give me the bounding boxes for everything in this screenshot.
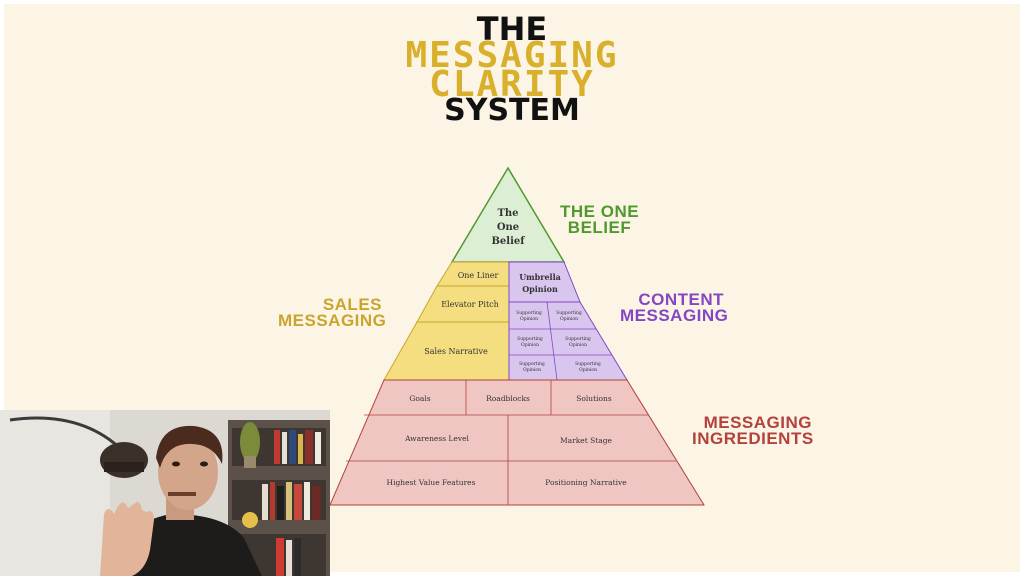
ingredient-roadblocks: Roadblocks [486,394,530,403]
umbrella-opinion-line1: Umbrella [519,272,561,282]
supporting-opinion-1-line1: Supporting [516,310,542,316]
title-line-system: SYSTEM [444,93,580,128]
presenter-video-frame [0,410,330,576]
supporting-opinion-6-line1: Supporting [575,361,601,367]
supporting-opinion-3-line1: Supporting [517,336,543,342]
presenter-hair [156,425,223,468]
sales-one-liner-label: One Liner [458,271,499,280]
presenter-face [158,434,218,510]
content-umbrella-opinion [508,261,581,303]
title-line-the: THE [476,10,548,48]
presenter-webcam [0,410,330,576]
ingredient-goals: Goals [409,394,430,403]
label-one-belief-line2: BELIEF [567,218,632,237]
supporting-opinion-6-line2: Opinion [579,367,597,373]
supporting-opinion-4-line2: Opinion [569,342,587,348]
label-ingredients-line2: INGREDIENTS [692,429,814,448]
label-one-belief-line1: THE ONE [560,202,640,221]
one-belief-line1: The [497,208,518,219]
supporting-opinion-2-line2: Opinion [560,316,578,322]
ingredient-positioning-narrative: Positioning Narrative [545,478,627,487]
label-content-messaging: CONTENT MESSAGING [620,290,729,325]
supporting-opinion-5-line1: Supporting [519,361,545,367]
label-sales-messaging: SALES MESSAGING [278,295,387,330]
label-messaging-ingredients: MESSAGING INGREDIENTS [692,413,814,448]
supporting-opinion-1-line2: Opinion [520,316,538,322]
one-belief-line2: One [497,222,519,233]
supporting-opinion-3-line2: Opinion [521,342,539,348]
supporting-opinion-2-line1: Supporting [556,310,582,316]
sales-elevator-pitch-label: Elevator Pitch [441,300,499,309]
floor-lamp [9,416,124,452]
ingredient-highest-value-features: Highest Value Features [387,478,476,487]
label-one-belief: THE ONE BELIEF [560,202,640,237]
sales-narrative-label: Sales Narrative [424,347,488,356]
label-sales-line1: SALES [322,295,382,314]
title-line-clarity: CLARITY [429,64,595,105]
ingredient-market-stage: Market Stage [560,436,613,445]
plant [240,422,260,462]
umbrella-opinion-line2: Opinion [522,284,558,294]
title-line-messaging: MESSAGING [405,35,619,76]
label-content-line1: CONTENT [638,290,724,309]
ingredient-solutions: Solutions [576,394,612,403]
supporting-opinion-4-line1: Supporting [565,336,591,342]
supporting-opinion-5-line2: Opinion [523,367,541,373]
presenter-raised-hand [100,502,154,576]
one-belief-line3: Belief [491,236,525,247]
ingredients-base [329,379,705,506]
label-sales-line2: MESSAGING [278,311,387,330]
content-divider-v1 [546,301,558,381]
ingredient-awareness-level: Awareness Level [404,434,469,443]
label-ingredients-line1: MESSAGING [703,413,812,432]
label-content-line2: MESSAGING [620,306,729,325]
